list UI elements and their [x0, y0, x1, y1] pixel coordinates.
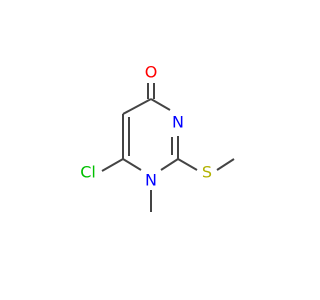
nitrogen-methyl-label: N [145, 171, 157, 190]
bond-s-methyl [216, 158, 235, 171]
sulfur-label: S [202, 163, 212, 182]
atom-labels: O N N S Cl [80, 63, 212, 190]
nitrogen-ring-label: N [172, 113, 184, 132]
chlorine-label: Cl [80, 163, 96, 182]
bond-n1-c2 [160, 158, 179, 171]
bond-c4-n3 [150, 98, 171, 111]
bond-c2-s [177, 158, 198, 171]
bond-c6-n1 [122, 158, 142, 171]
bonds [101, 83, 235, 212]
structure-diagram: O N N S Cl [80, 63, 235, 212]
bond-c6-cl [101, 158, 124, 172]
bond-c4-c5 [122, 98, 152, 115]
oxygen-label: O [145, 63, 158, 82]
